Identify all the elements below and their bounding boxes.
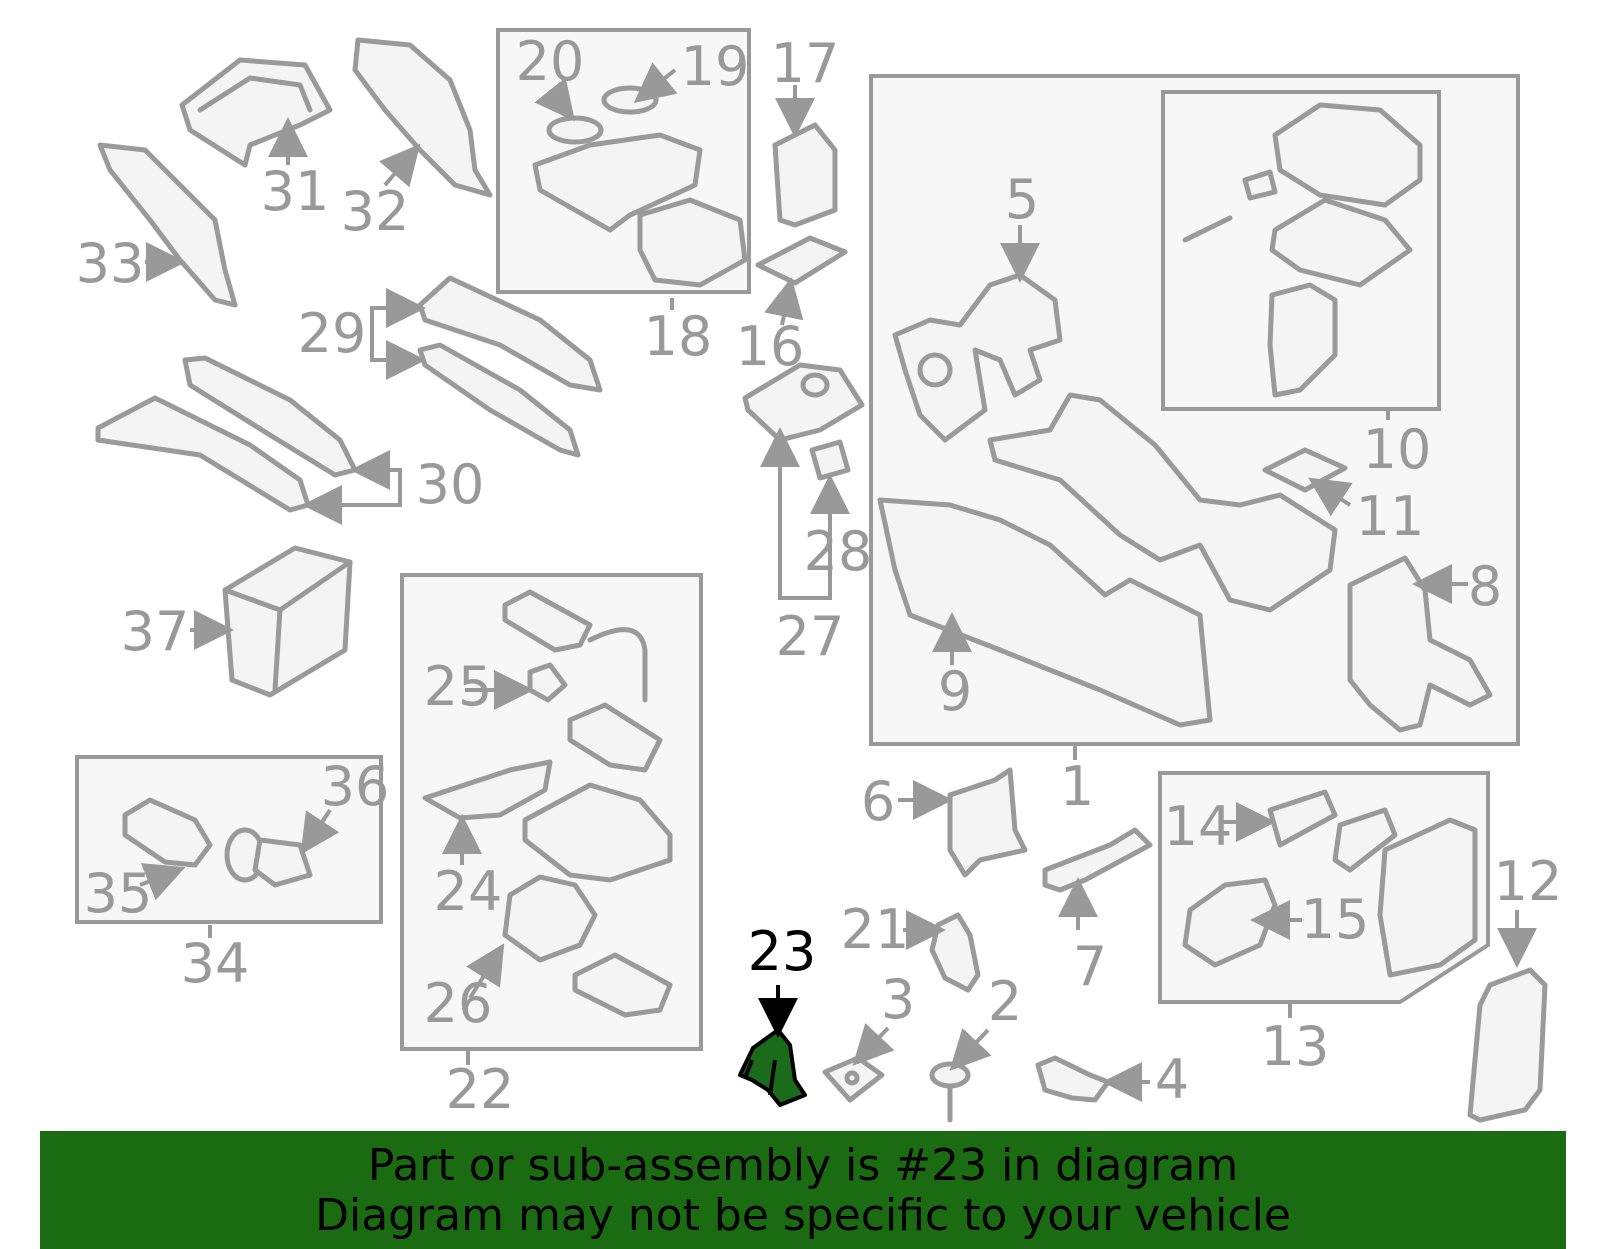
part-2-screw-illustration bbox=[929, 1061, 971, 1123]
callout-4: 4 bbox=[1155, 1048, 1189, 1111]
part-16-illustration bbox=[755, 235, 848, 286]
part-1-console-illustration bbox=[987, 392, 1338, 613]
part-30-illustration bbox=[95, 355, 358, 513]
callout-14: 14 bbox=[1164, 795, 1233, 858]
part-5-illustration bbox=[892, 272, 1063, 443]
callout-12: 12 bbox=[1494, 850, 1563, 913]
callout-15: 15 bbox=[1301, 888, 1370, 951]
callout-5: 5 bbox=[1005, 168, 1039, 231]
leader-lines bbox=[139, 62, 1537, 1102]
part-23-highlighted[interactable] bbox=[738, 1028, 807, 1107]
callout-32: 32 bbox=[341, 180, 410, 243]
callout-3: 3 bbox=[881, 968, 915, 1031]
callout-37: 37 bbox=[121, 600, 190, 663]
callout-7: 7 bbox=[1073, 935, 1107, 998]
callout-25: 25 bbox=[424, 655, 493, 718]
part-17-illustration bbox=[772, 122, 838, 228]
part-12-illustration bbox=[1467, 967, 1548, 1123]
part-18-illustration bbox=[532, 132, 748, 288]
callout-13: 13 bbox=[1261, 1015, 1330, 1078]
callout-17: 17 bbox=[771, 32, 840, 95]
part-28-illustration bbox=[809, 439, 851, 481]
callout-35: 35 bbox=[84, 862, 153, 925]
callout-labels: 20 19 17 31 32 33 5 29 18 16 10 30 11 28… bbox=[76, 30, 1563, 1121]
callout-27: 27 bbox=[776, 605, 845, 668]
callout-8: 8 bbox=[1468, 555, 1502, 618]
callout-10: 10 bbox=[1363, 418, 1432, 481]
callout-20: 20 bbox=[516, 30, 585, 93]
callout-33: 33 bbox=[76, 232, 145, 295]
callout-26: 26 bbox=[424, 972, 493, 1035]
banner-line-2: Diagram may not be specific to your vehi… bbox=[315, 1190, 1291, 1241]
part-37-illustration bbox=[222, 545, 353, 698]
part-13-14-15-illustration bbox=[1182, 789, 1478, 978]
part-32-illustration bbox=[352, 37, 493, 198]
callout-19: 19 bbox=[681, 35, 750, 98]
callout-31: 31 bbox=[261, 160, 330, 223]
part-3-illustration bbox=[822, 1055, 885, 1103]
callout-34: 34 bbox=[181, 932, 250, 995]
callout-16: 16 bbox=[736, 315, 805, 378]
callout-6: 6 bbox=[861, 770, 895, 833]
info-banner: Part or sub-assembly is #23 in diagram D… bbox=[40, 1131, 1566, 1249]
part-34-illustrations bbox=[122, 797, 313, 888]
callout-11: 11 bbox=[1356, 485, 1425, 548]
part-6-illustration bbox=[947, 767, 1028, 878]
callout-9: 9 bbox=[938, 660, 972, 723]
callout-18: 18 bbox=[644, 305, 713, 368]
part-21-illustration bbox=[929, 912, 981, 993]
callout-30: 30 bbox=[416, 453, 485, 516]
part-33-illustration bbox=[97, 142, 238, 308]
callout-1: 1 bbox=[1060, 755, 1094, 818]
callout-21: 21 bbox=[841, 898, 910, 961]
part-31-illustration bbox=[179, 57, 333, 168]
part-7-illustration bbox=[1042, 827, 1153, 893]
callout-22: 22 bbox=[446, 1058, 515, 1121]
callout-24: 24 bbox=[434, 860, 503, 923]
callout-23: 23 bbox=[748, 920, 817, 983]
part-11-illustration bbox=[1262, 447, 1348, 493]
banner-line-1: Part or sub-assembly is #23 in diagram bbox=[367, 1140, 1239, 1191]
part-9-illustration bbox=[877, 497, 1213, 728]
callout-28: 28 bbox=[804, 520, 873, 583]
part-27-illustration bbox=[742, 362, 865, 443]
part-10-illustration bbox=[1182, 102, 1423, 398]
part-29-illustration bbox=[417, 275, 603, 458]
callout-36: 36 bbox=[321, 755, 390, 818]
callout-2: 2 bbox=[988, 970, 1022, 1033]
callout-29: 29 bbox=[298, 302, 367, 365]
part-4-illustration bbox=[1035, 1055, 1111, 1103]
